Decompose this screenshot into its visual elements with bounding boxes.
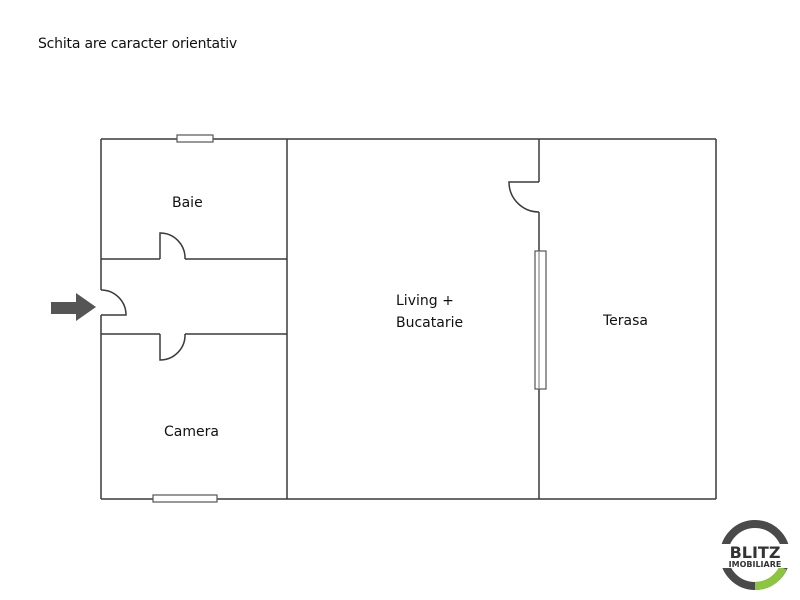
disclaimer-note: Schita are caracter orientativ <box>38 36 238 52</box>
blitz-logo: BLITZ IMOBILIARE <box>718 518 792 592</box>
doors <box>100 181 540 361</box>
logo-line1: BLITZ <box>730 543 781 562</box>
entrance-arrow-icon <box>51 293 96 321</box>
room-label-living-line2: Bucatarie <box>396 315 464 331</box>
room-label-living-line1: Living + <box>396 293 454 309</box>
room-label-baie: Baie <box>172 195 203 211</box>
room-label-terasa: Terasa <box>603 313 648 329</box>
windows <box>152 134 547 503</box>
room-label-living: Living + Bucatarie <box>396 290 463 334</box>
logo-line2: IMOBILIARE <box>729 560 782 569</box>
room-label-camera: Camera <box>164 424 219 440</box>
